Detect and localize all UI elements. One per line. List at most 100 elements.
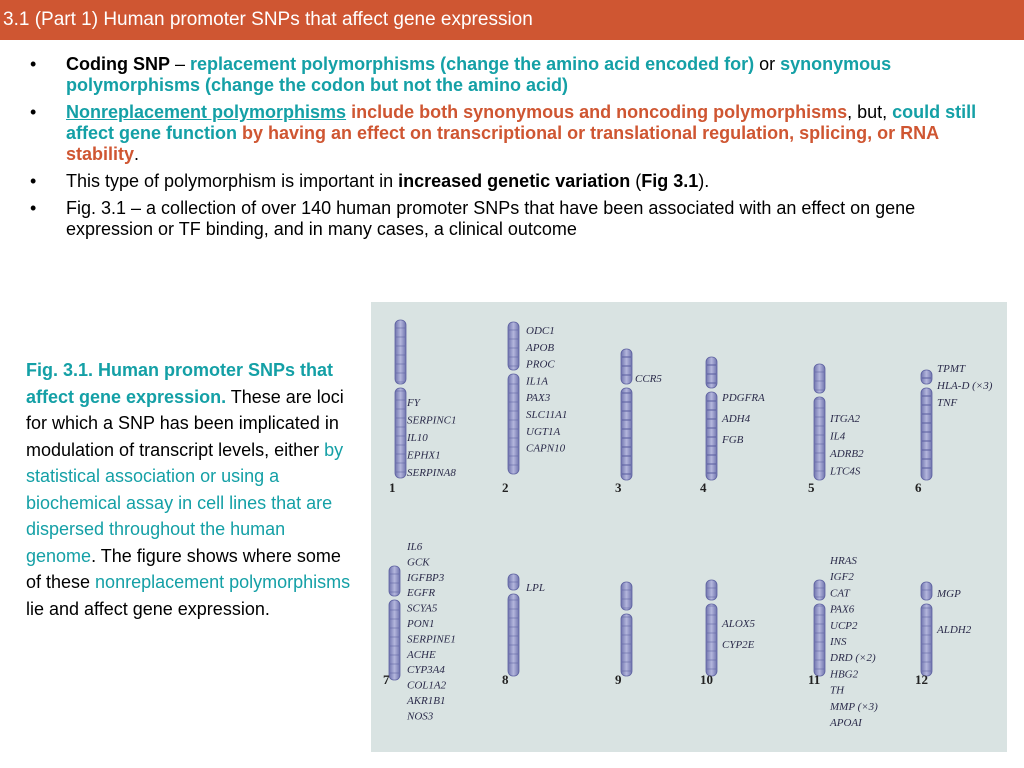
gene-label: TNF [937,397,957,409]
gene-label: COL1A2 [407,680,447,692]
text: or [754,54,781,74]
gene-label: PON1 [406,618,435,630]
text: . The figure shows where some of these [26,545,341,593]
text: . [134,144,140,164]
text: Fig. 3.1 – a collection of over 140 huma… [66,198,916,239]
gene-label: CAPN10 [526,443,566,455]
gene-label: LTC4S [829,466,861,478]
chromosome-arm-p [394,319,407,385]
gene-label: FGB [721,434,744,446]
chromosome-number: 1 [389,480,396,495]
text: This type of polymorphism is important i… [66,171,399,191]
chromosome-number: 7 [383,672,390,687]
chromosome-arm-q [388,599,401,681]
gene-label: SERPINE1 [407,633,456,645]
chromosome-arm-q [813,396,826,481]
text: by having an effect on transcriptional o… [66,123,939,164]
gene-label: HLA-D (×3) [936,380,993,392]
gene-label: APOAI [829,717,863,729]
gene-label: APOB [525,342,554,354]
chromosome-number: 2 [502,480,509,495]
chromosome-number: 8 [502,672,509,687]
chromosome-9: 9 [615,581,633,687]
gene-label: IGFBP3 [406,572,445,584]
gene-label: TPMT [937,363,966,375]
chromosome-arm-q [507,593,520,677]
gene-label: EPHX1 [406,450,441,462]
chromosome-6: 6 TPMT HLA-D (×3) TNF [915,363,993,495]
term-coding-snp: Coding SNP [66,54,170,74]
gene-label: PROC [525,359,555,371]
chromosome-arm-p [507,321,520,371]
chromosome-number: 4 [700,480,707,495]
gene-label: SCYA5 [407,603,438,615]
chromosome-arm-q [813,603,826,677]
gene-label: PAX3 [525,392,551,404]
chromosome-ideogram: 1FYSERPINC1IL10EPHX1SERPINA82ODC1APOBPRO… [383,319,993,729]
gene-label: UCP2 [830,620,858,632]
gene-label: HRAS [829,555,857,567]
gene-label: ADH4 [721,413,751,425]
gene-label: PDGFRA [721,392,765,404]
text: lie and affect gene expression. [26,598,270,619]
gene-label: ADRB2 [829,448,864,460]
gene-label: EGFR [406,587,435,599]
gene-label: IL6 [406,541,423,553]
chromosome-arm-q [507,373,520,475]
chromosome-number: 10 [700,672,713,687]
gene-label: ODC1 [526,325,555,337]
gene-label: CYP2E [722,639,755,651]
gene-label: TH [830,685,845,697]
caption-highlight: by statistical association or using a bi… [26,439,344,566]
gene-label: CCR5 [635,373,662,385]
chromosome-arm-q [705,603,718,677]
gene-label: NOS3 [406,710,434,722]
text: ( [630,171,642,191]
chromosome-arm-p [920,581,933,601]
gene-label: SERPINA8 [407,467,456,479]
text: These are loci for which a SNP has been … [26,386,344,460]
gene-label: ACHE [406,649,436,661]
gene-label: IL4 [829,431,846,443]
chromosome-arm-p [813,579,826,601]
chromosome-number: 6 [915,480,922,495]
chromosome-number: 3 [615,480,622,495]
gene-label: MGP [936,588,961,600]
gene-label: AKR1B1 [406,695,446,707]
gene-label: PAX6 [829,604,855,616]
gene-label: GCK [407,556,430,568]
gene-label: ITGA2 [829,413,860,425]
chromosome-3: 3 CCR5 [615,348,662,495]
gene-label: ALDH2 [936,624,972,636]
bullet-fig-description: Fig. 3.1 – a collection of over 140 huma… [30,198,1005,240]
term-synonymous: synonymous polymorphisms (change the cod… [66,54,892,95]
slide-title-bar: 3.1 (Part 1) Human promoter SNPs that af… [0,0,1024,40]
gene-label: IL10 [406,432,428,444]
chromosome-arm-p [620,581,633,611]
term-nonreplacement: Nonreplacement polymorphisms [66,102,347,122]
gene-label: ALOX5 [721,618,756,630]
gene-label: DRD (×2) [829,652,876,664]
gene-label: IGF2 [829,571,854,583]
gene-label: CAT [830,587,851,599]
caption-title: Fig. 3.1. Human promoter SNPs that affec… [26,360,334,407]
text: , but, [847,102,893,122]
chromosome-arm-q [920,387,933,481]
chromosome-arm-q [620,613,633,677]
figure-caption: Fig. 3.1. Human promoter SNPs that affec… [26,357,356,622]
slide-title: 3.1 (Part 1) Human promoter SNPs that af… [3,9,533,30]
gene-label: CYP3A4 [407,664,445,676]
term-replacement: replacement polymorphisms (change the am… [190,54,755,74]
caption-highlight: nonreplacement polymorphisms [95,572,351,592]
gene-label: INS [829,636,847,648]
